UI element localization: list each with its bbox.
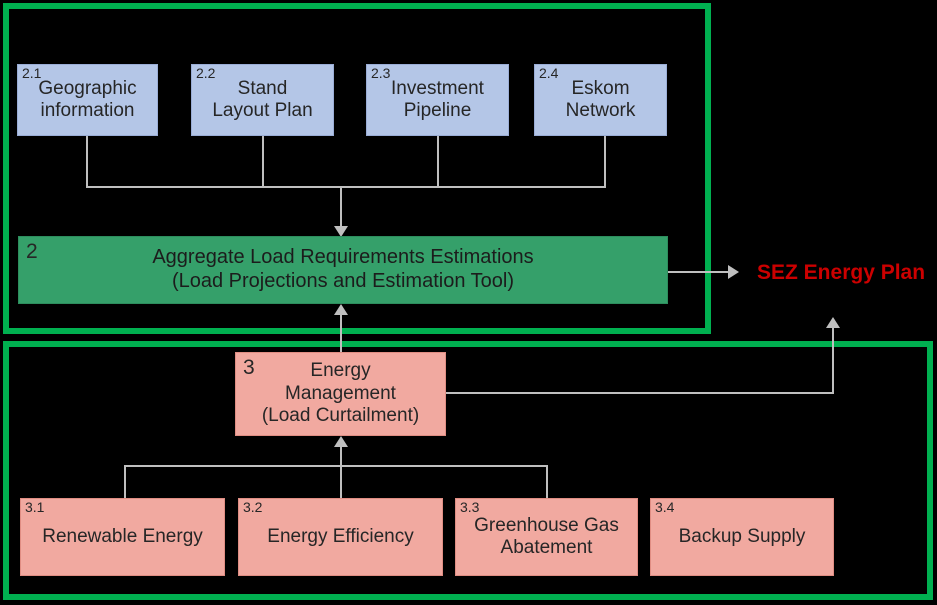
- node-tag-2-4: 2.4: [539, 65, 559, 81]
- arrow-up-to-output: [826, 317, 840, 328]
- node-tag-2-1: 2.1: [22, 65, 42, 81]
- node-label-3-2: Energy Efficiency: [267, 525, 414, 547]
- node-label-2: Aggregate Load Requirements Estimations …: [152, 246, 534, 292]
- connector-3-to-output-horizontal: [446, 392, 834, 394]
- node-tag-3-1: 3.1: [25, 499, 45, 515]
- node-label-2-1: Geographic information: [38, 77, 137, 121]
- node-label-3: Energy Management (Load Curtailment): [261, 360, 420, 427]
- arrow-up-to-aggregate: [334, 304, 348, 315]
- arrow-right-to-output: [728, 265, 739, 279]
- connector-2-4-vertical: [604, 136, 606, 187]
- node-tag-3: 3: [243, 356, 255, 379]
- node-3-1-renewable-energy[interactable]: 3.1 Renewable Energy: [20, 498, 225, 576]
- node-label-2-3: Investment Pipeline: [391, 77, 484, 121]
- connector-3-2-to-main: [340, 447, 342, 498]
- output-sez-energy-plan: SEZ Energy Plan: [757, 261, 926, 284]
- node-label-3-4: Backup Supply: [678, 525, 806, 547]
- group-box-2: [3, 3, 711, 334]
- node-tag-2-2: 2.2: [196, 65, 216, 81]
- node-label-3-1: Renewable Energy: [42, 525, 203, 547]
- node-label-2-2: Stand Layout Plan: [212, 77, 313, 121]
- node-label-2-4: Eskom Network: [565, 77, 636, 121]
- node-2-4-eskom-network[interactable]: 2.4 Eskom Network: [534, 64, 667, 136]
- arrow-down-to-aggregate: [334, 226, 348, 237]
- arrow-up-to-node-3: [334, 436, 348, 447]
- connector-2-1-vertical: [86, 136, 88, 187]
- node-2-1-geographic-information[interactable]: 2.1 Geographic information: [17, 64, 158, 136]
- connector-3-3-vertical: [546, 465, 548, 498]
- connector-inputs-bus: [86, 186, 606, 188]
- connector-3-to-aggregate: [340, 315, 342, 353]
- node-2-3-investment-pipeline[interactable]: 2.3 Investment Pipeline: [366, 64, 509, 136]
- connector-2-3-vertical: [437, 136, 439, 187]
- node-tag-2: 2: [26, 240, 38, 263]
- node-3-2-energy-efficiency[interactable]: 3.2 Energy Efficiency: [238, 498, 443, 576]
- connector-3-to-output-vertical: [832, 328, 834, 393]
- node-2-2-stand-layout-plan[interactable]: 2.2 Stand Layout Plan: [191, 64, 334, 136]
- node-tag-3-4: 3.4: [655, 499, 675, 515]
- node-3-3-greenhouse-gas-abatement[interactable]: 3.3 Greenhouse Gas Abatement: [455, 498, 638, 576]
- node-3-energy-management[interactable]: 3 Energy Management (Load Curtailment): [235, 352, 446, 436]
- connector-bus-to-aggregate: [340, 186, 342, 228]
- node-tag-2-3: 2.3: [371, 65, 391, 81]
- node-2-aggregate-load-requirements[interactable]: 2 Aggregate Load Requirements Estimation…: [18, 236, 668, 304]
- group-box-3: [3, 341, 933, 600]
- connector-aggregate-to-output: [668, 271, 730, 273]
- node-label-3-3: Greenhouse Gas Abatement: [474, 514, 619, 558]
- connector-2-2-vertical: [262, 136, 264, 187]
- connector-3-1-vertical: [124, 465, 126, 498]
- connector-children-bus: [124, 465, 548, 467]
- node-3-4-backup-supply[interactable]: 3.4 Backup Supply: [650, 498, 834, 576]
- node-tag-3-2: 3.2: [243, 499, 263, 515]
- node-tag-3-3: 3.3: [460, 499, 480, 515]
